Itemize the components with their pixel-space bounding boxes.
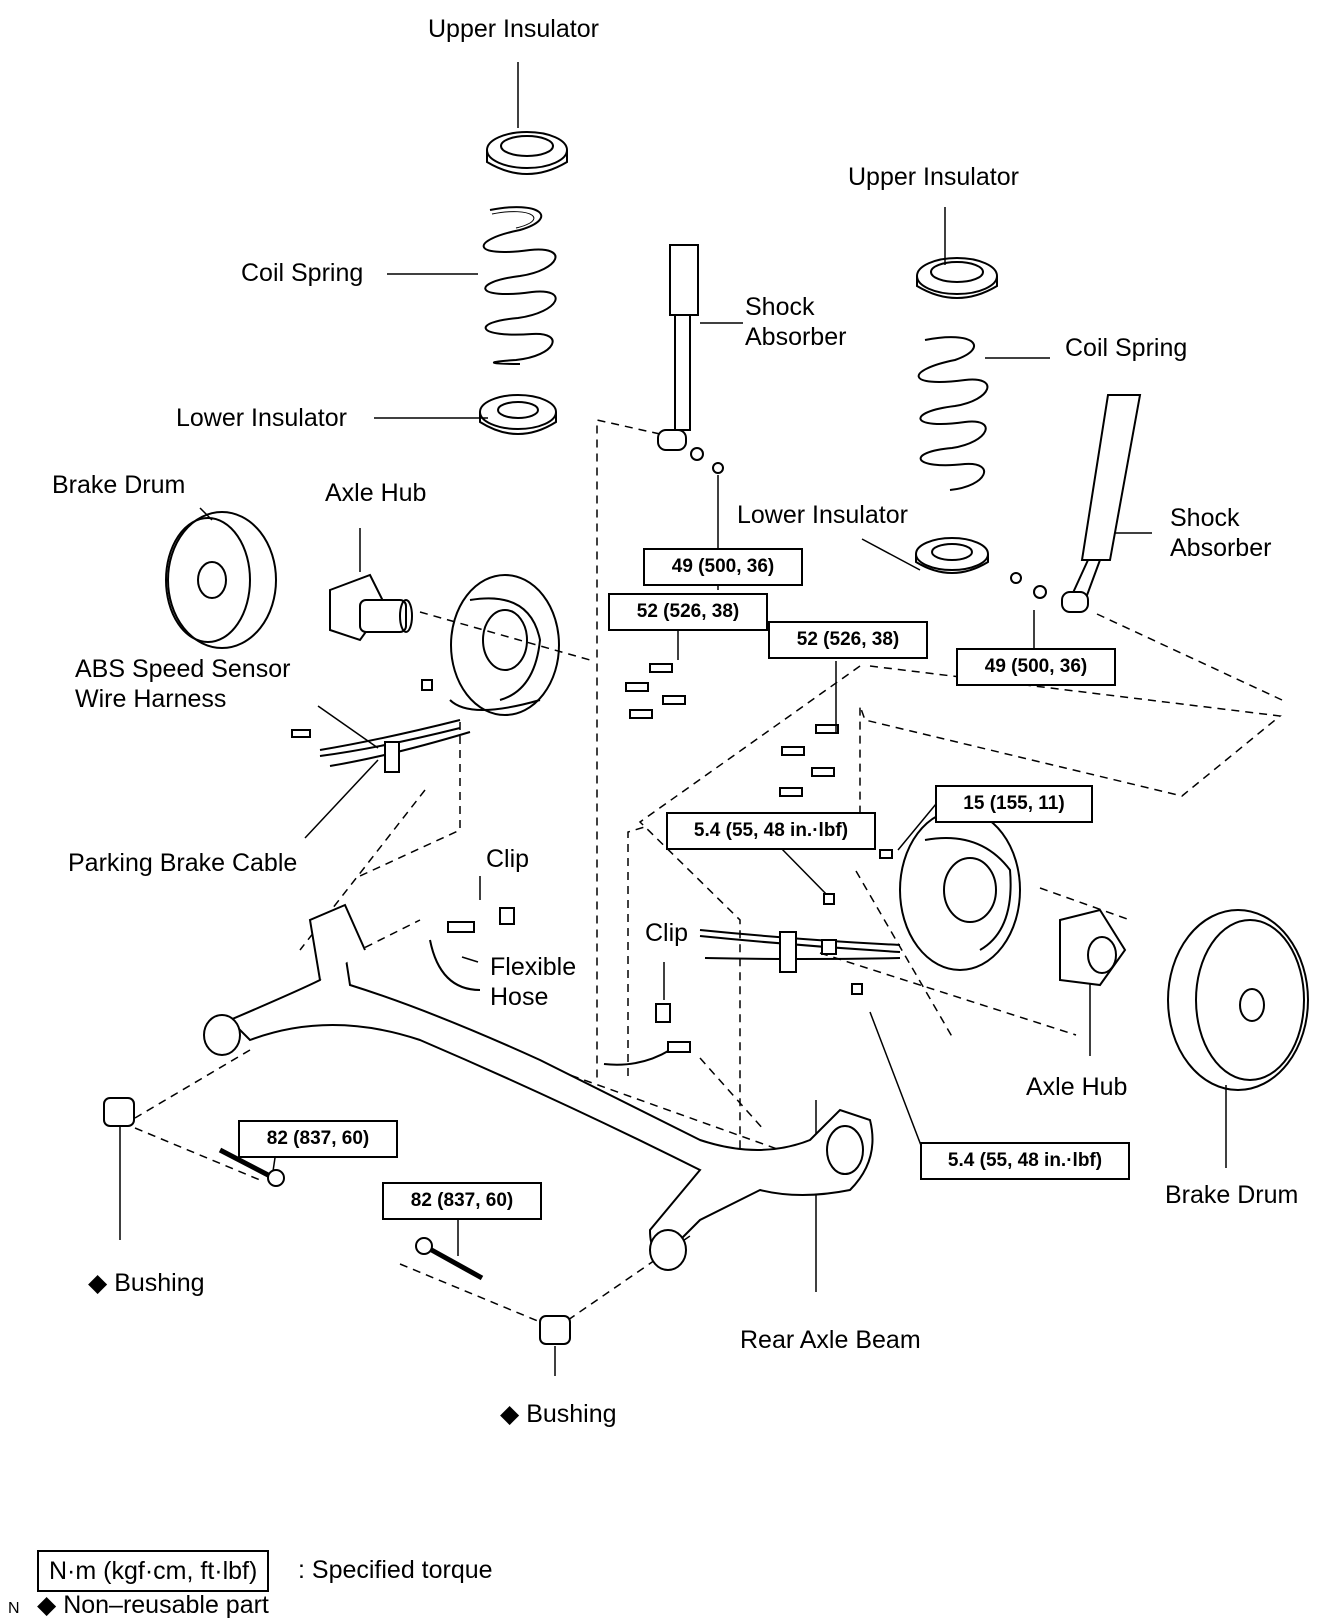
label-shock-absorber-left-line2: Absorber xyxy=(745,323,847,351)
label-rear-axle-beam: Rear Axle Beam xyxy=(740,1326,921,1354)
label-shock-absorber-left: Shock Absorber xyxy=(745,292,846,352)
torque-abs-bracket-lower: 5.4 (55, 48 in.·lbf) xyxy=(920,1142,1130,1180)
torque-bushing-bolt-left: 82 (837, 60) xyxy=(238,1120,398,1158)
label-clip-lower: Clip xyxy=(645,919,689,947)
backing-plate-left-part xyxy=(449,574,560,716)
legend-torque-desc: : Specified torque xyxy=(298,1556,493,1584)
label-abs-wire-harness-line2: Wire Harness xyxy=(75,685,227,713)
cable-harness-right-part xyxy=(699,929,901,973)
label-flexible-hose-line2: Hose xyxy=(490,983,549,1011)
label-abs-wire-harness: ABS Speed Sensor Wire Harness xyxy=(75,654,290,714)
lower-insulator-right-part xyxy=(915,537,989,574)
bolts-left-cluster xyxy=(291,663,686,738)
shock-absorber-left-part xyxy=(657,244,724,474)
label-bushing-right-text: Bushing xyxy=(526,1400,617,1428)
legend-nonreusable: ◆ Non–reusable part xyxy=(37,1590,269,1620)
corner-mark: N xyxy=(8,1600,20,1617)
label-bushing-left-text: Bushing xyxy=(114,1269,205,1297)
label-abs-wire-harness-line1: ABS Speed Sensor xyxy=(75,655,291,683)
coil-spring-right-part xyxy=(917,336,989,491)
shock-absorber-right-part xyxy=(1010,394,1142,613)
label-bushing-right: ◆ Bushing xyxy=(500,1399,617,1429)
label-upper-insulator-right: Upper Insulator xyxy=(848,163,1019,191)
nonreusable-diamond-icon: ◆ xyxy=(88,1269,108,1297)
label-flexible-hose-line1: Flexible xyxy=(490,953,577,981)
brake-drum-left-part xyxy=(165,511,277,649)
torque-brake-line: 15 (155, 11) xyxy=(935,785,1093,823)
torque-backing-plate-left: 52 (526, 38) xyxy=(608,593,768,631)
label-parking-brake-cable: Parking Brake Cable xyxy=(68,849,298,877)
axle-hub-left-part xyxy=(329,573,413,642)
nonreusable-diamond-icon: ◆ xyxy=(37,1591,57,1619)
label-bushing-left: ◆ Bushing xyxy=(88,1268,205,1298)
label-axle-hub-right: Axle Hub xyxy=(1026,1073,1128,1101)
label-shock-absorber-right-line1: Shock xyxy=(1170,504,1240,532)
torque-bushing-bolt-right: 82 (837, 60) xyxy=(382,1182,542,1220)
label-lower-insulator-left: Lower Insulator xyxy=(176,404,347,432)
flexible-hose-part xyxy=(429,907,691,1066)
torque-shock-lower-left: 49 (500, 36) xyxy=(643,548,803,586)
assembly-dashed-lines xyxy=(134,419,1283,1325)
label-axle-hub-left: Axle Hub xyxy=(325,479,427,507)
label-coil-spring-right: Coil Spring xyxy=(1065,334,1188,362)
label-clip-upper: Clip xyxy=(486,845,530,873)
label-upper-insulator-left: Upper Insulator xyxy=(428,15,599,43)
torque-shock-lower-right: 49 (500, 36) xyxy=(956,648,1116,686)
leader-lines xyxy=(119,62,1227,1376)
label-shock-absorber-right: Shock Absorber xyxy=(1170,503,1271,563)
brake-drum-right-part xyxy=(1167,909,1309,1091)
label-shock-absorber-right-line2: Absorber xyxy=(1170,534,1272,562)
coil-spring-left-part xyxy=(482,206,557,365)
backing-plate-right-part xyxy=(899,809,1021,971)
bolts-right-cluster xyxy=(779,724,839,797)
label-brake-drum-right: Brake Drum xyxy=(1165,1181,1299,1209)
label-flexible-hose: Flexible Hose xyxy=(490,952,576,1012)
label-shock-absorber-left-line1: Shock xyxy=(745,293,815,321)
cable-harness-left-part xyxy=(319,719,471,773)
axle-hub-right-part xyxy=(1059,908,1127,987)
upper-insulator-right-part xyxy=(916,257,998,299)
legend-nonreusable-text: Non–reusable part xyxy=(63,1591,269,1619)
label-brake-drum-left: Brake Drum xyxy=(52,471,186,499)
torque-backing-plate-right: 52 (526, 38) xyxy=(768,621,928,659)
torque-abs-bracket-upper: 5.4 (55, 48 in.·lbf) xyxy=(666,812,876,850)
rear-axle-beam-part xyxy=(203,903,874,1271)
bushings-and-bolts-part xyxy=(103,849,893,1345)
nonreusable-diamond-icon: ◆ xyxy=(500,1400,520,1428)
upper-insulator-left-part xyxy=(486,131,568,175)
label-coil-spring-left: Coil Spring xyxy=(241,259,364,287)
legend-torque-unit-box: N·m (kgf·cm, ft·lbf) xyxy=(37,1550,270,1592)
label-lower-insulator-right: Lower Insulator xyxy=(737,501,908,529)
lower-insulator-left-part xyxy=(479,394,557,435)
